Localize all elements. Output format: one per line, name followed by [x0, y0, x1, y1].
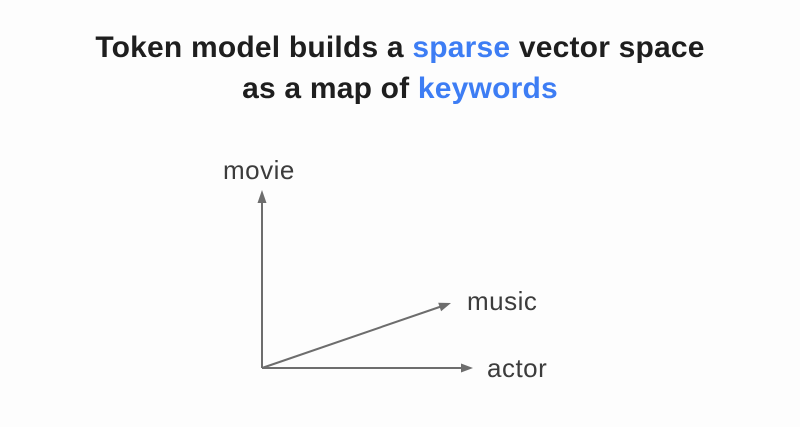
music-arrowhead-icon [438, 302, 451, 312]
page-title: Token model builds a sparse vector space… [0, 0, 800, 109]
music-vector-arrow [261, 302, 451, 369]
axis-label-actor: actor [487, 353, 548, 383]
actor-axis-arrow [262, 363, 473, 373]
title-highlight-sparse: sparse [412, 31, 511, 64]
title-line1-text-a: Token model builds a [95, 31, 413, 64]
title-line1-text-b: vector space [510, 31, 705, 64]
movie-axis-arrow [257, 190, 267, 368]
title-line-2: as a map of keywords [0, 68, 800, 109]
movie-arrowhead-icon [257, 190, 267, 203]
actor-arrowhead-icon [461, 363, 473, 373]
title-line-1: Token model builds a sparse vector space [0, 27, 800, 68]
title-highlight-keywords: keywords [417, 72, 558, 105]
axis-label-movie: movie [223, 155, 295, 185]
axis-label-music: music [467, 286, 538, 316]
title-line2-text-a: as a map of [242, 72, 418, 105]
